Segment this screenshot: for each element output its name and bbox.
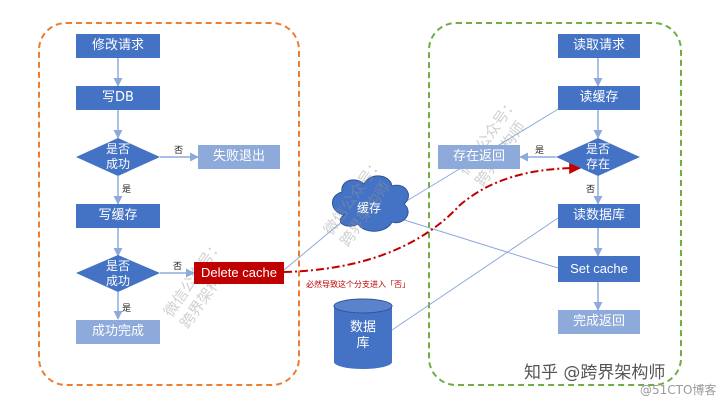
yes-label-2: 是: [122, 304, 132, 314]
success-q2-label: 是否成功: [105, 259, 130, 288]
yes-label-1: 是: [122, 185, 132, 195]
branch-note: 必然导致这个分支进入「否」: [306, 280, 410, 289]
decision-success-1: [76, 138, 160, 176]
done-return-node: 完成返回: [558, 310, 640, 334]
set-cache-node: Set cache: [558, 256, 640, 282]
exists-q-label: 是否存在: [585, 142, 610, 171]
cache-cloud: [332, 175, 409, 232]
cto-brand: @51CTO博客: [640, 383, 717, 397]
fail-exit-node: 失败退出: [198, 145, 280, 169]
no-label-right: 否: [586, 185, 596, 195]
write-db-node: 写DB: [76, 86, 160, 110]
no-label-2: 否: [173, 262, 183, 272]
zhihu-brand: 知乎 @跨界架构师: [524, 363, 666, 383]
write-flow-panel: [38, 22, 300, 386]
read-request-node: 读取请求: [558, 34, 640, 58]
success-done-node: 成功完成: [76, 320, 160, 344]
exists-return-node: 存在返回: [438, 145, 520, 169]
read-flow-panel: [428, 22, 682, 386]
link-delete-to-cache: [283, 219, 345, 271]
success-q1-label: 是否成功: [105, 142, 130, 171]
no-label-1: 否: [174, 146, 184, 156]
read-db-node: 读数据库: [558, 204, 640, 228]
decision-success-2: [76, 255, 160, 292]
modify-request-node: 修改请求: [76, 34, 160, 58]
decision-exists: [556, 138, 640, 176]
yes-label-right: 是: [535, 146, 545, 156]
link-cache-to-setcache: [397, 217, 559, 269]
database-cylinder: [333, 298, 393, 369]
delete-to-no-branch-curve: [283, 162, 582, 273]
read-cache-node: 读缓存: [558, 86, 640, 110]
link-db-to-readdb: [391, 217, 559, 331]
write-cache-node: 写缓存: [76, 204, 160, 228]
database-label: 数据库: [349, 319, 376, 351]
delete-cache-node: Delete cache: [194, 262, 284, 284]
cache-label: 缓存: [356, 200, 381, 215]
